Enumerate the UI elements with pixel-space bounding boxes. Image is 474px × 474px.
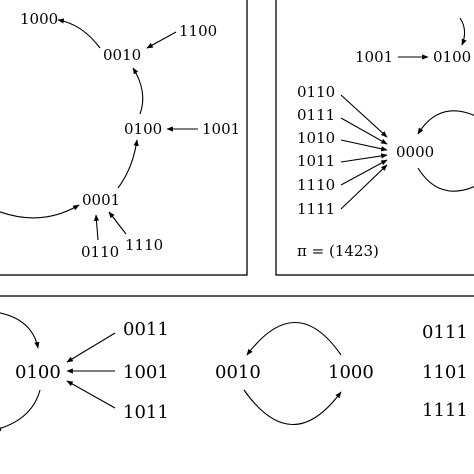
bottom-left-graph: 0100 0011 1001 1011 — [0, 312, 169, 431]
panel-top-left — [0, 0, 248, 276]
bottom-middle-graph: 0010 1000 — [215, 321, 374, 426]
node-1001: 1001 — [202, 120, 240, 138]
input-1111: 1111 — [297, 200, 335, 218]
edge-1100-to-0010 — [146, 31, 177, 49]
edge-0100-to-0010 — [132, 67, 144, 115]
edge-1011-to-0100 — [66, 380, 116, 409]
node-0100: 0100 — [433, 48, 471, 66]
node-0110: 0110 — [81, 243, 119, 261]
input-0011: 0011 — [123, 319, 169, 340]
loop-0100-lower — [0, 389, 41, 431]
input-1011: 1011 — [123, 402, 169, 423]
panel-bottom — [0, 295, 474, 297]
input-1001: 1001 — [123, 362, 169, 383]
panel-top-right — [275, 0, 474, 276]
edge-0110-to-0000 — [340, 94, 388, 138]
permutation-label: π = (1423) — [297, 242, 379, 260]
edge-0001-to-0100 — [117, 139, 139, 189]
edge-0010-to-1000 — [57, 18, 101, 49]
edge-1111-to-0000 — [340, 164, 388, 210]
node-0000: 0000 — [396, 143, 434, 161]
edge-1010-to-0000 — [340, 139, 388, 152]
loop-0100-upper — [0, 312, 40, 349]
edge-1011-to-0000 — [340, 153, 388, 163]
edge-0011-to-0100 — [66, 332, 116, 363]
edge-1000-to-0010 — [246, 321, 342, 356]
input-0110: 0110 — [297, 83, 335, 101]
input-1010: 1010 — [297, 129, 335, 147]
edge-into-0001 — [0, 204, 80, 219]
node-0010: 0010 — [215, 362, 261, 383]
edge-0010-to-1000 — [243, 389, 342, 426]
node-0100-center: 0100 — [15, 362, 61, 383]
edge-into-0100 — [459, 17, 467, 46]
node-1100: 1100 — [179, 22, 217, 40]
node-1110: 1110 — [125, 236, 163, 254]
node-0001: 0001 — [82, 191, 120, 209]
label-1101: 1101 — [422, 362, 468, 383]
input-0111: 0111 — [297, 106, 335, 124]
node-1001: 1001 — [355, 48, 393, 66]
label-1111: 1111 — [422, 400, 468, 421]
input-1011: 1011 — [297, 152, 335, 170]
loop-0000-lower — [417, 167, 474, 192]
top-right-graph: 1001 0100 0110 0111 1010 1011 1110 1111 … — [297, 17, 474, 260]
input-1110: 1110 — [297, 176, 335, 194]
label-0111: 0111 — [422, 322, 468, 343]
node-1000: 1000 — [328, 362, 374, 383]
loop-0000-upper — [417, 110, 474, 135]
edge-1110-to-0000 — [340, 159, 388, 186]
bottom-right-labels: 0111 1101 1111 — [422, 322, 468, 421]
node-0100: 0100 — [124, 120, 162, 138]
edge-0110-to-0001 — [93, 214, 100, 241]
top-left-graph: 1000 0010 1100 0100 1001 0001 0110 1110 — [0, 10, 240, 261]
edge-1110-to-0001 — [108, 211, 127, 235]
edge-0111-to-0000 — [340, 117, 388, 145]
node-0010: 0010 — [103, 46, 141, 64]
node-1000: 1000 — [20, 10, 58, 28]
